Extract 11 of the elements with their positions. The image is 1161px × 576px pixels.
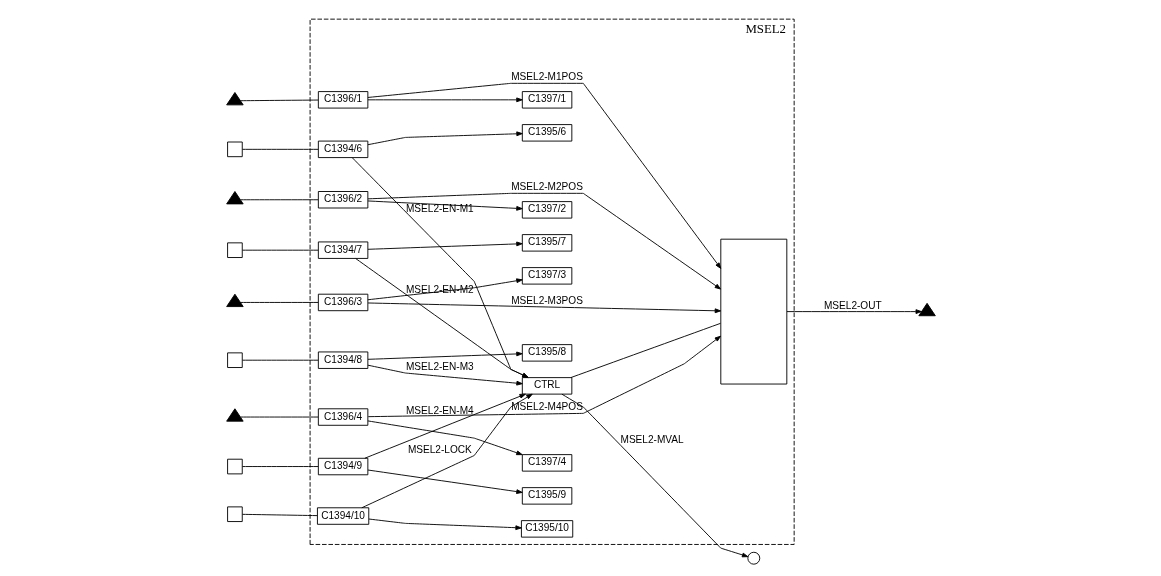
edge-label: MSEL2-EN-M3: [405, 361, 474, 373]
edge-label: MSEL2-OUT: [823, 299, 882, 311]
edge-label: MSEL2-LOCK: [407, 443, 472, 455]
edge-label: MSEL2-M1POS: [510, 71, 583, 83]
edge-label: MSEL2-EN-M2: [405, 284, 474, 296]
edge-label: MSEL2-M4POS: [510, 401, 583, 413]
edge-label: MSEL2-M3POS: [510, 295, 583, 307]
edge-label: MSEL2-EN-M4: [405, 405, 474, 417]
edge-label: MSEL2-EN-M1: [405, 203, 474, 215]
edge-label: MSEL2-M2POS: [510, 181, 583, 193]
edge-label: MSEL2-MVAL: [620, 433, 684, 445]
